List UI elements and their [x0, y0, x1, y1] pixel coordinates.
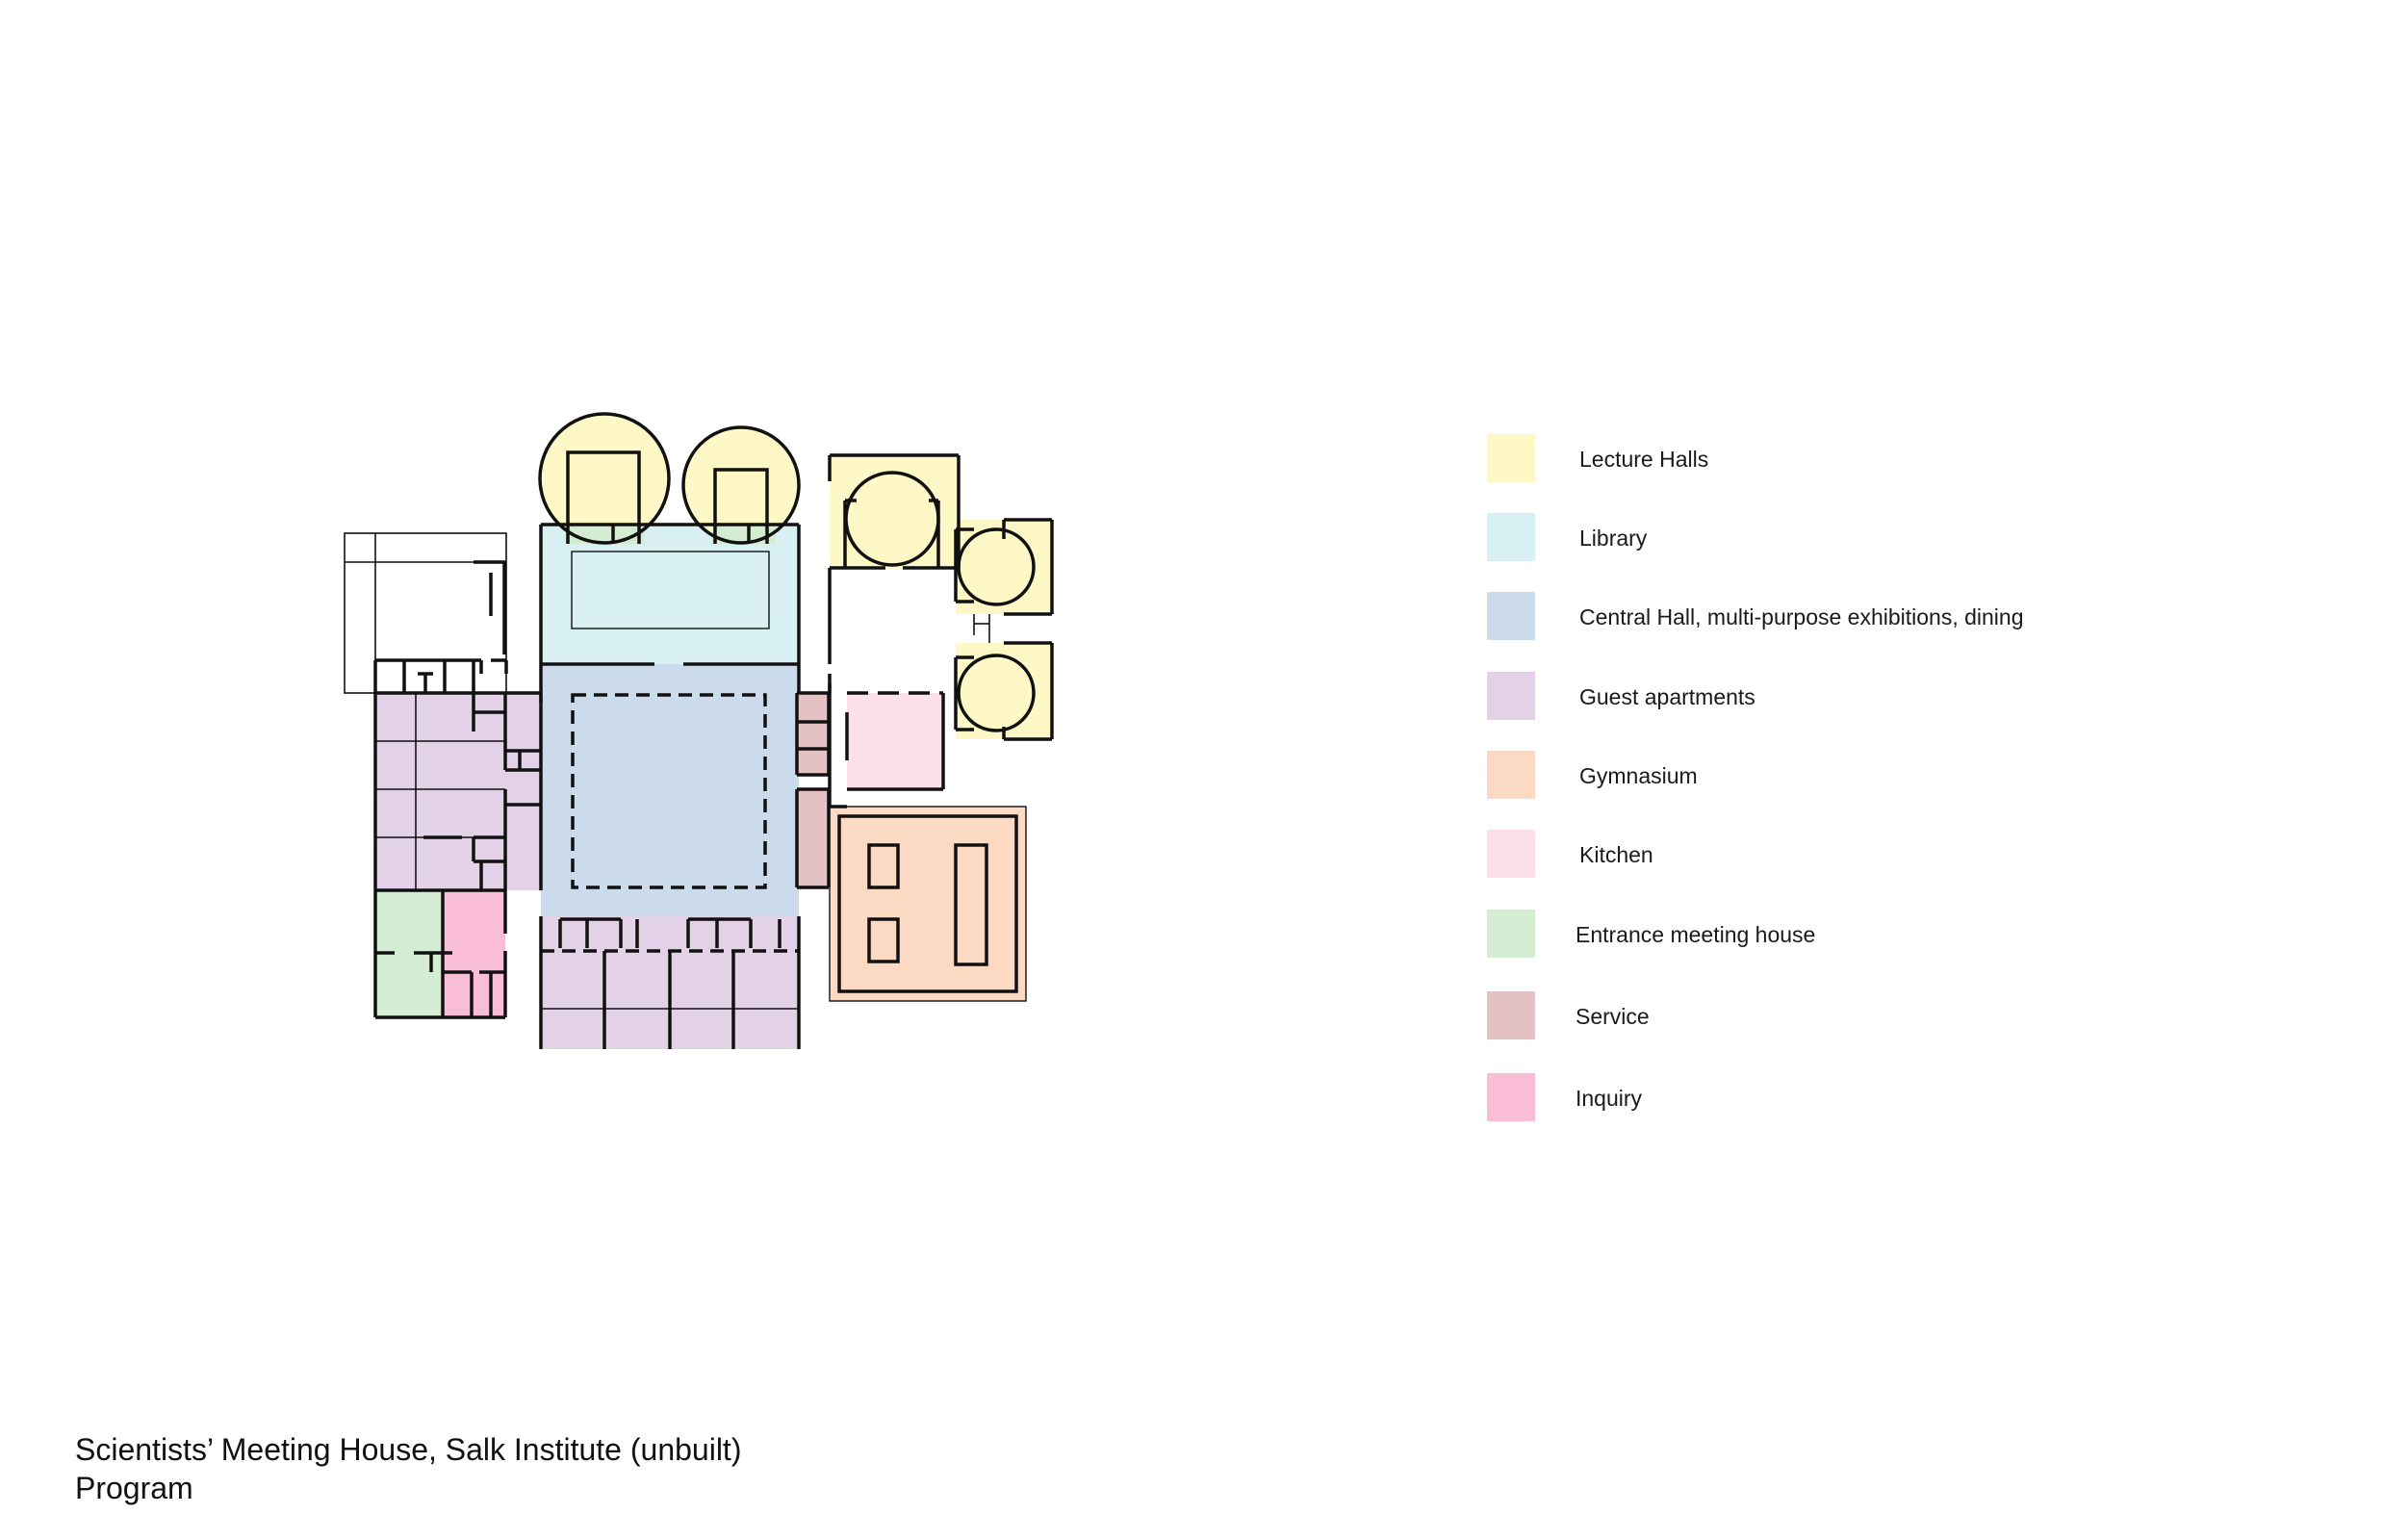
- central-hall-zone: [541, 664, 799, 916]
- west-annex-heavy: [373, 560, 508, 693]
- legend-swatch: [1487, 1073, 1535, 1121]
- legend-label: Central Hall, multi-purpose exhibitions,…: [1579, 604, 2024, 629]
- legend-swatch: [1487, 513, 1535, 561]
- service-zone-lower: [797, 789, 829, 887]
- gymnasium-zone: [830, 807, 1026, 1001]
- legend-label: Guest apartments: [1579, 684, 1755, 709]
- guest-apartments-west-zone: [375, 693, 541, 890]
- lecture-hall-ne-walls: [828, 453, 961, 664]
- caption-title: Scientists’ Meeting House, Salk Institut…: [75, 1432, 742, 1467]
- legend-swatch: [1487, 434, 1535, 482]
- legend-item-central-hall: Central Hall, multi-purpose exhibitions,…: [1487, 592, 2161, 640]
- legend-item-guest-apartments: Guest apartments: [1487, 672, 2161, 720]
- legend-swatch: [1487, 830, 1535, 878]
- legend-swatch: [1487, 751, 1535, 799]
- legend-item-inquiry: Inquiry: [1487, 1073, 2161, 1121]
- walls: [344, 412, 1054, 1049]
- legend-label: Library: [1579, 526, 1648, 551]
- legend-item-kitchen: Kitchen: [1487, 830, 2161, 878]
- lecture-hall-e2-walls: [954, 641, 1054, 741]
- legend-swatch: [1487, 592, 1535, 640]
- legend-item-lecture-halls: Lecture Halls: [1487, 434, 2161, 482]
- kitchen-walls: [828, 674, 945, 791]
- guest-south-walls: [539, 916, 801, 1049]
- service-zone-upper: [797, 693, 829, 775]
- caption-subtitle: Program: [75, 1471, 193, 1505]
- gymnasium-walls: [829, 806, 1027, 1002]
- lecture-hall-nw2-walls: [681, 425, 801, 545]
- inquiry-zone: [443, 890, 505, 1017]
- legend-label: Gymnasium: [1579, 763, 1698, 788]
- guest-west-walls: [373, 691, 543, 1017]
- legend-item-service: Service: [1487, 991, 2161, 1040]
- lecture-hall-e1-walls: [954, 518, 1054, 643]
- legend-item-entrance: Entrance meeting house: [1487, 910, 2161, 958]
- central-hall-walls: [539, 664, 801, 889]
- legend-item-gymnasium: Gymnasium: [1487, 751, 2161, 799]
- entrance-inquiry-walls: [375, 890, 507, 1019]
- connector-walls: [828, 683, 847, 808]
- kitchen-zone: [847, 693, 943, 789]
- legend-swatch: [1487, 672, 1535, 720]
- legend-label: Kitchen: [1579, 842, 1653, 867]
- legend-label: Service: [1576, 1004, 1650, 1029]
- legend-item-library: Library: [1487, 513, 2161, 561]
- legend-label: Inquiry: [1576, 1086, 1643, 1111]
- lecture-hall-nw2-zone: [683, 427, 799, 543]
- lecture-hall-nw1-zone: [540, 414, 669, 543]
- caption: Scientists’ Meeting House, Salk Institut…: [75, 1430, 741, 1507]
- lecture-hall-nw1-walls: [538, 412, 671, 545]
- legend-swatch: [1487, 910, 1535, 958]
- legend-swatch: [1487, 991, 1535, 1040]
- legend-label: Entrance meeting house: [1576, 922, 1816, 947]
- library-zone: [541, 525, 799, 664]
- legend-label: Lecture Halls: [1579, 447, 1709, 472]
- library-walls: [539, 523, 801, 666]
